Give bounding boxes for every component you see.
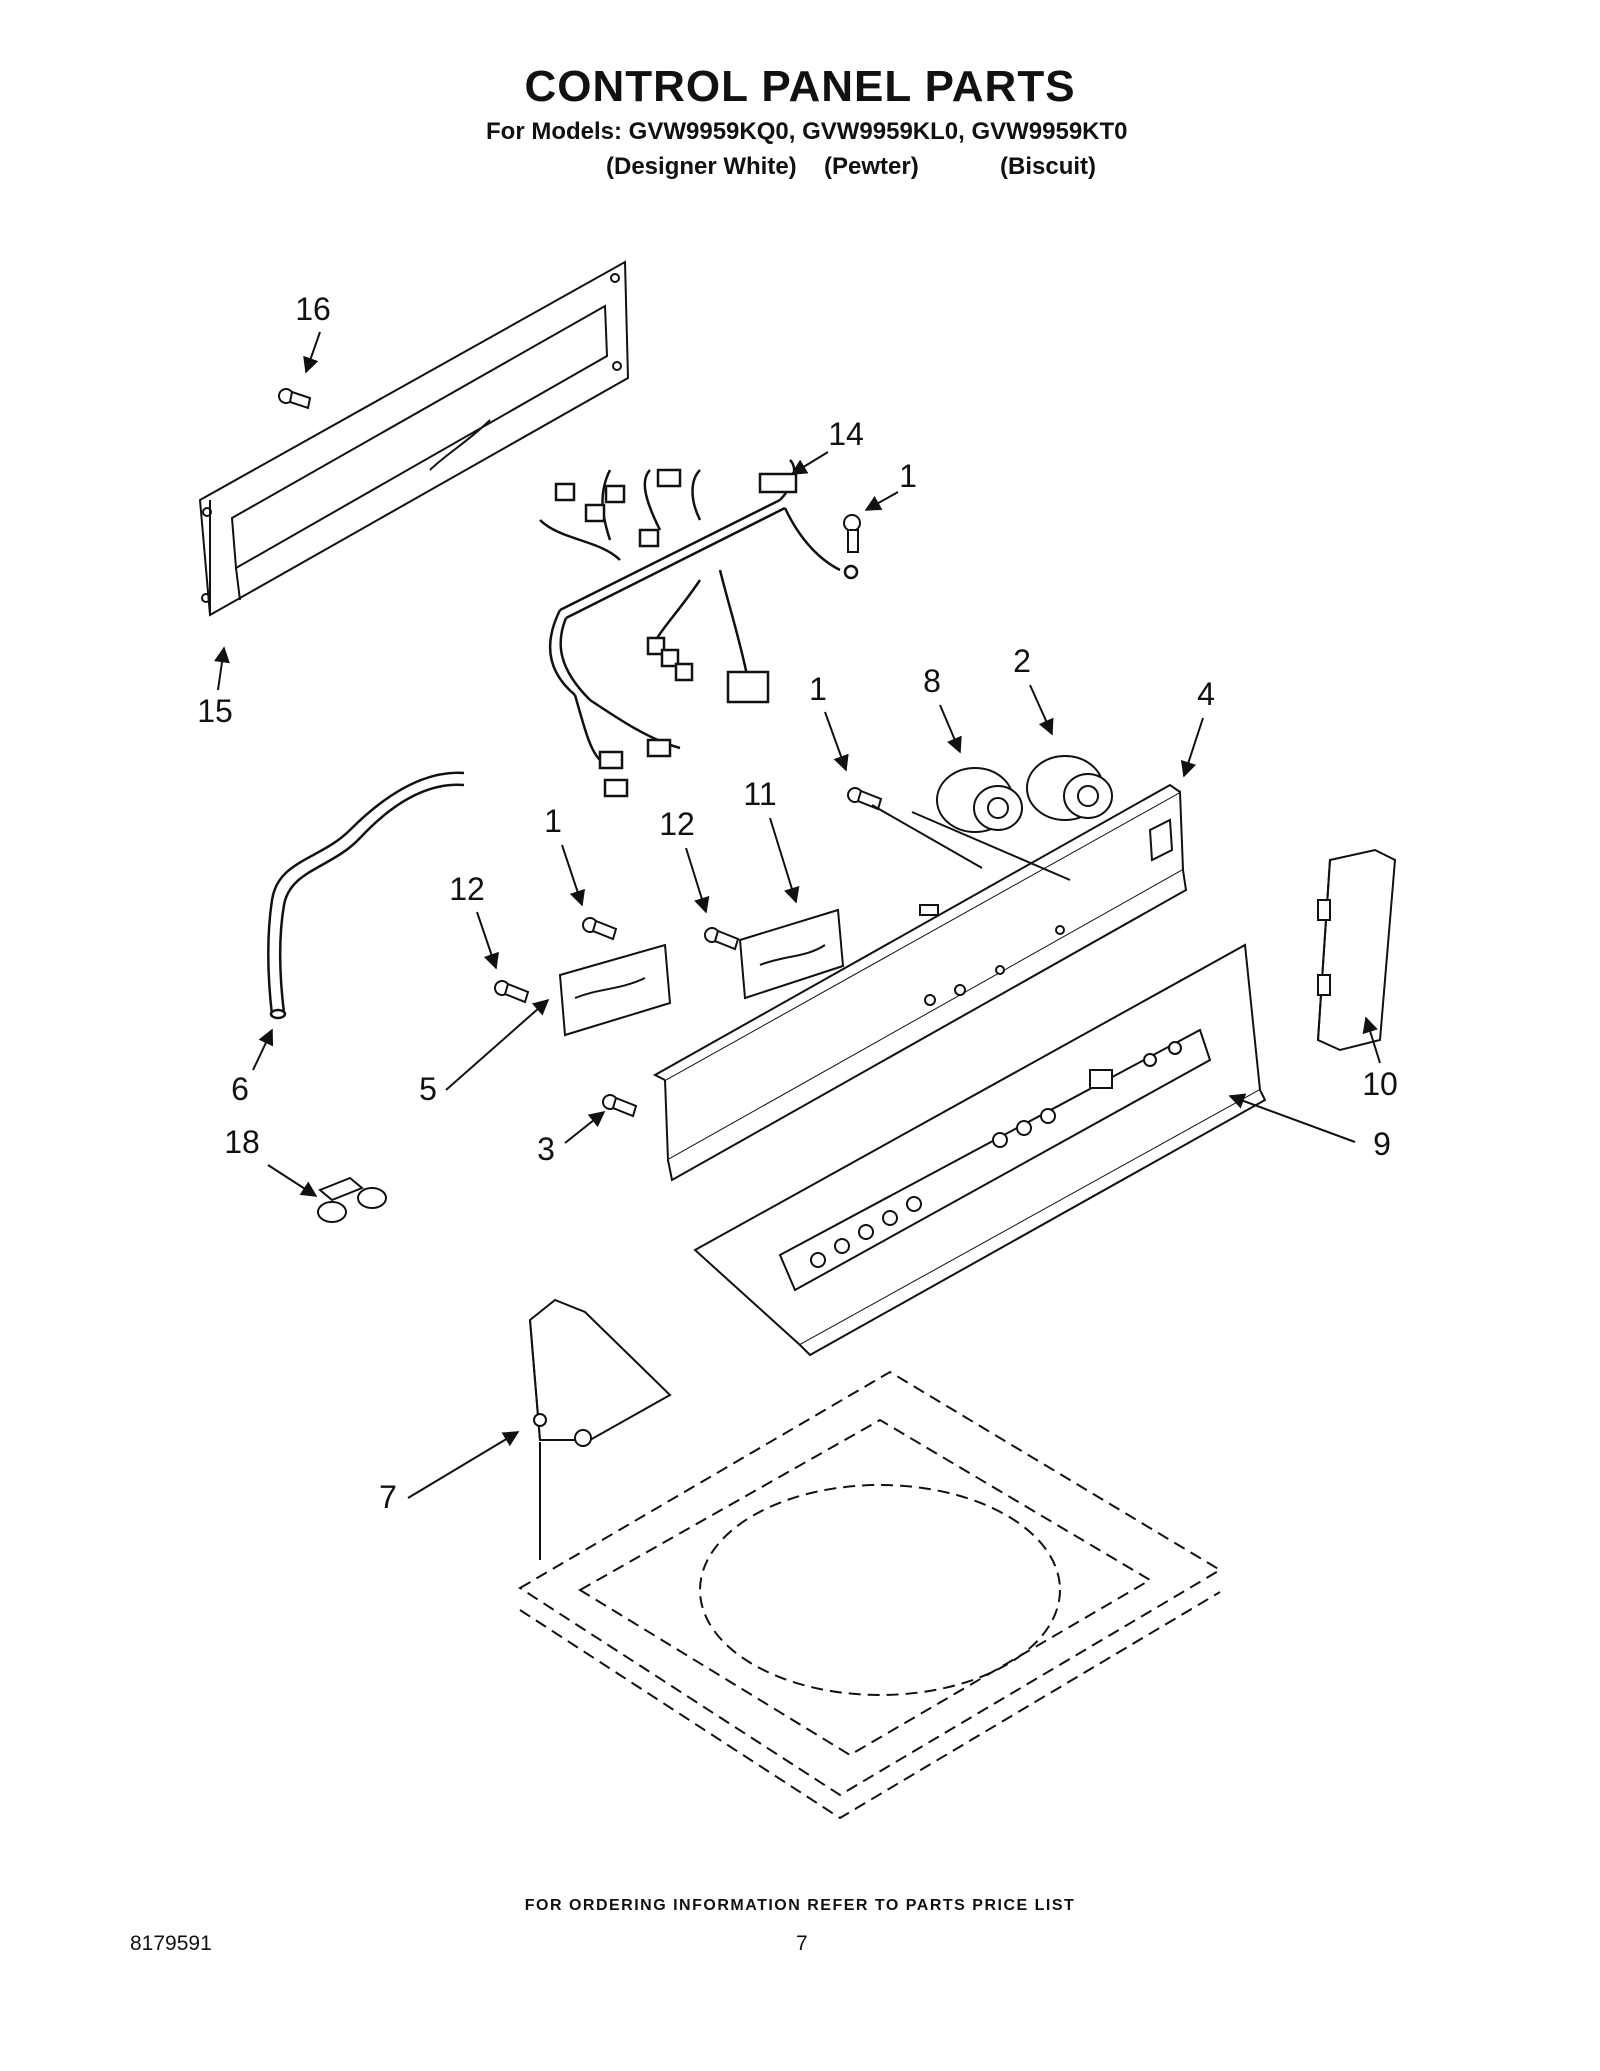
- callout-12b: 12: [449, 871, 485, 907]
- color-designer-white: (Designer White): [606, 153, 797, 180]
- part-4-console-frame: [652, 783, 1188, 1182]
- page-title: CONTROL PANEL PARTS: [524, 62, 1076, 111]
- callout-10: 10: [1362, 1066, 1398, 1102]
- part-6-hose: [266, 771, 465, 1020]
- callout-1a: 1: [899, 458, 917, 494]
- callout-8: 8: [923, 663, 941, 699]
- part-18-clamp: [317, 1176, 387, 1223]
- callout-1c: 1: [544, 803, 562, 839]
- part-12-screw-left: [494, 980, 530, 1004]
- models-line: For Models: GVW9959KQ0, GVW9959KL0, GVW9…: [486, 118, 1128, 145]
- callout-18: 18: [224, 1124, 260, 1160]
- part-5-control-board: [558, 943, 672, 1037]
- part-16-screw: [278, 388, 312, 410]
- part-10-end-cap-right: [1316, 848, 1397, 1052]
- part-1-screw-console: [847, 787, 883, 811]
- part-3-screw: [602, 1094, 638, 1118]
- callout-16: 16: [295, 291, 331, 327]
- callout-9: 9: [1373, 1126, 1391, 1162]
- leader-arrows: [214, 331, 1381, 1499]
- callout-14: 14: [828, 416, 864, 452]
- callout-5: 5: [419, 1071, 437, 1107]
- part-12-screw-right: [704, 927, 740, 951]
- part-11-board: [738, 908, 845, 1000]
- ordering-note: FOR ORDERING INFORMATION REFER TO PARTS …: [524, 1897, 1076, 1914]
- part-2-selector: [1026, 755, 1113, 821]
- callout-7: 7: [379, 1479, 397, 1515]
- part-15-rear-bracket: [198, 260, 630, 617]
- callout-labels: 16 14 1 15 1 8 2 4 11 1 12 12 10 6 5 3 9…: [197, 291, 1398, 1515]
- document-number: 8179591: [130, 1932, 212, 1955]
- part-1-screw-upper: [843, 514, 861, 553]
- color-biscuit: (Biscuit): [1000, 153, 1096, 180]
- part-14-wiring-harness: [539, 459, 859, 798]
- part-8-selector: [936, 767, 1023, 833]
- part-1-screw-board: [582, 917, 618, 941]
- callout-3: 3: [537, 1131, 555, 1167]
- callout-12a: 12: [659, 806, 695, 842]
- part-9-console-panel: [693, 943, 1267, 1357]
- callout-2: 2: [1013, 643, 1031, 679]
- part-7-end-cap-left: [528, 1298, 672, 1447]
- callout-11: 11: [743, 776, 776, 812]
- page-number: 7: [796, 1932, 808, 1955]
- color-pewter: (Pewter): [824, 153, 919, 180]
- cabinet-top-reference: [518, 1370, 1222, 1820]
- callout-6: 6: [231, 1071, 249, 1107]
- callout-4: 4: [1197, 676, 1215, 712]
- callout-15: 15: [197, 693, 233, 729]
- callout-1b: 1: [809, 671, 827, 707]
